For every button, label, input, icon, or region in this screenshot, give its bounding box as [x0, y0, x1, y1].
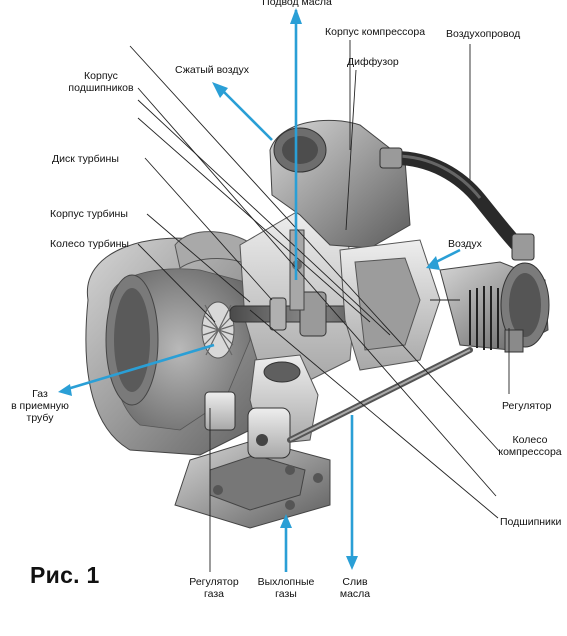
- label-exhaust: Выхлопные газы: [257, 576, 315, 600]
- leader-lines: [129, 40, 510, 572]
- compressor-housing-shape: [269, 119, 441, 371]
- label-oil-drain: Слив масла: [339, 576, 371, 600]
- label-air: Воздух: [448, 238, 482, 250]
- label-oil-inlet: Подвод масла: [262, 0, 332, 8]
- label-diffuser: Диффузор: [347, 56, 399, 68]
- label-turbine-disc: Диск турбины: [52, 153, 119, 165]
- turbine-housing-shape: [85, 231, 281, 456]
- label-regulator: Регулятор: [502, 400, 552, 412]
- label-gas-regulator: Регулятор газа: [189, 576, 239, 600]
- label-turbine-housing: Корпус турбины: [50, 208, 128, 220]
- gas-out-arrow: [63, 343, 215, 392]
- compressed-air-arrow: [221, 89, 273, 141]
- turbine-wheel-shape: [201, 301, 235, 359]
- arrow-heads: [58, 8, 440, 570]
- gas-regulator-shape: [204, 347, 473, 475]
- label-compressor-wheel: Колесо компрессора: [498, 434, 562, 458]
- label-gas-out: Газ в приемную трубу: [11, 388, 69, 424]
- label-air-duct: Воздухопровод: [446, 28, 521, 40]
- regulator-shape: [439, 261, 550, 353]
- label-turbine-wheel: Колесо турбины: [50, 238, 129, 250]
- label-bearings: Подшипники: [500, 516, 562, 528]
- figure-label: Рис. 1: [30, 562, 100, 588]
- label-bearing-housing: Корпус подшипников: [68, 70, 134, 94]
- air-duct-shape: [379, 147, 535, 261]
- label-compressed-air: Сжатый воздух: [175, 64, 249, 76]
- label-compressor-housing: Корпус компрессора: [325, 26, 426, 38]
